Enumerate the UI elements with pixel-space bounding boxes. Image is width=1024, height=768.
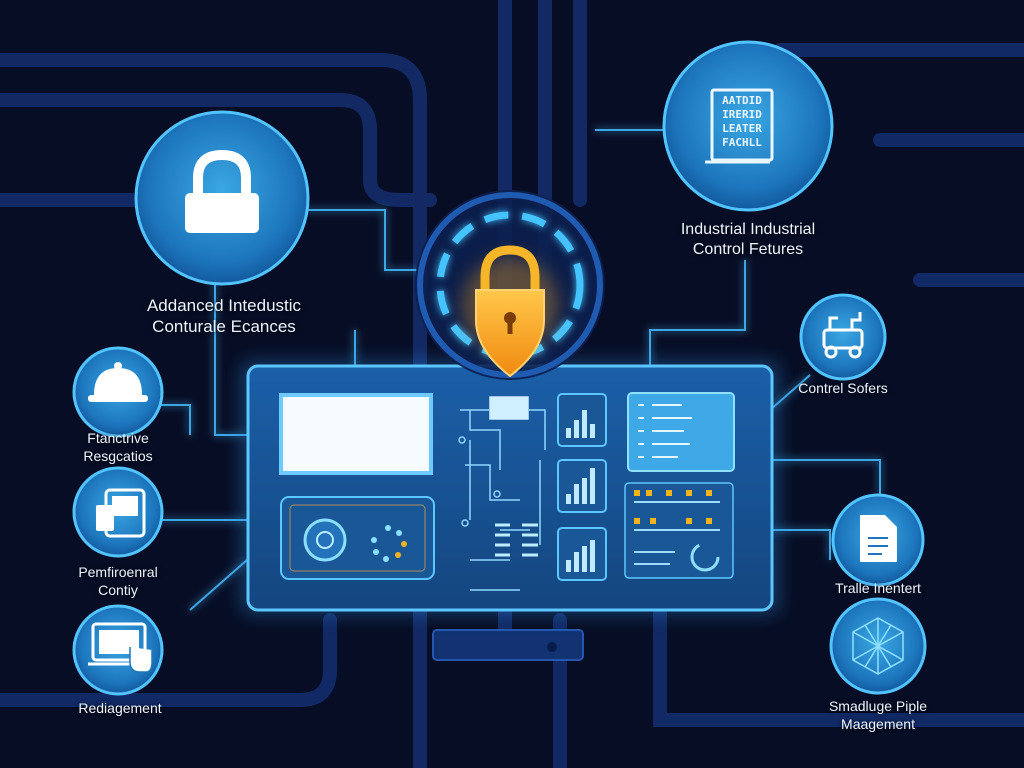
document-icon: AATDID IRERID LEATER FACHLL [705, 88, 774, 164]
label-line: Control Fetures [692, 241, 804, 258]
label-line: Smadluge Piple [828, 698, 928, 714]
schematic-diagram [458, 396, 546, 591]
bar-chart-tiles [557, 393, 607, 581]
node-trade-inventory [831, 493, 925, 587]
doc-line-2: IRERID [722, 108, 762, 121]
mobile-device-icon [96, 488, 146, 538]
connector-lines [155, 129, 881, 611]
label-peripheral-control: Pemfiroenral Contiy [52, 564, 184, 599]
file-icon [860, 515, 897, 562]
label-line: Tralle Inentert [835, 580, 921, 596]
doc-line-1: AATDID [722, 94, 762, 107]
control-dashboard-panel [240, 360, 780, 615]
info-screen-lines [638, 404, 692, 458]
doc-line-3: LEATER [722, 122, 762, 135]
node-peripheral-control [72, 466, 164, 558]
gauge-dial-icon [303, 518, 347, 562]
label-advanced-controls: Addanced Intedustic Conturale Ecances [112, 295, 336, 338]
label-supply-pipeline-management: Smadluge Piple Maagement [810, 698, 946, 733]
label-protective-regulations: Ftanctrive Resgcatios [56, 430, 180, 465]
panel-stand-base [432, 629, 584, 661]
label-trade-inventory: Tralle Inentert [822, 580, 934, 598]
stand-bolt [547, 642, 557, 652]
label-line: Addanced Intedustic [146, 296, 302, 315]
doc-line-4: FACHLL [722, 136, 762, 149]
label-line: Maagement [841, 715, 915, 732]
node-control-software [799, 293, 887, 381]
padlock-icon [185, 149, 259, 233]
panel-display-screen [279, 393, 433, 475]
label-control-software: Contrel Sofers [790, 380, 896, 398]
node-protective-regulations [72, 346, 164, 438]
status-indicators [634, 490, 720, 565]
hand-laptop-icon [88, 622, 153, 673]
label-line: Contiy [98, 581, 138, 598]
node-supply-pipeline-management [829, 597, 927, 695]
label-management: Rediagement [58, 700, 182, 718]
label-line: Contrel Sofers [798, 380, 888, 396]
node-industrial-control-features: AATDID IRERID LEATER FACHLL [662, 40, 834, 212]
label-line: Industrial Industrial [680, 221, 816, 238]
robot-icon [822, 312, 864, 359]
helmet-icon [88, 362, 148, 402]
hexagon-network-icon [852, 617, 904, 675]
label-line: Pemfiroenral [78, 564, 158, 580]
label-industrial-control-features: Industrial Industrial Control Fetures [648, 220, 848, 260]
node-advanced-controls [134, 110, 310, 286]
node-management [72, 604, 164, 696]
central-lock [415, 190, 605, 380]
label-line: Resgcatios [83, 447, 153, 464]
label-line: Ftanctrive [87, 430, 149, 446]
power-gauge-icon [690, 542, 720, 572]
label-line: Conturale Ecances [152, 317, 296, 337]
label-line: Rediagement [78, 700, 162, 716]
loading-dots-icon [371, 525, 407, 562]
